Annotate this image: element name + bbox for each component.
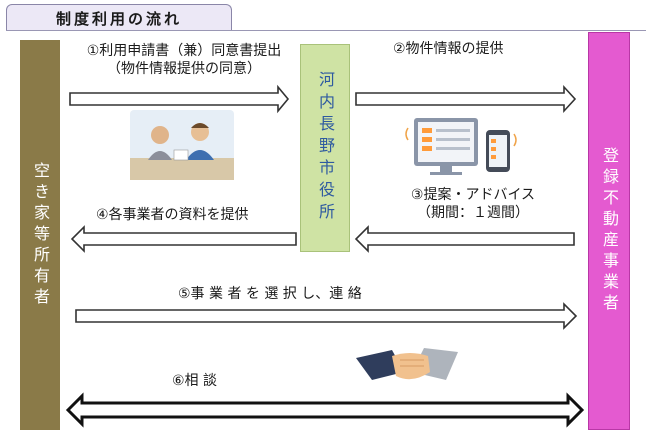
computer-phone-illustration — [405, 118, 517, 175]
step1-arrow — [69, 84, 290, 114]
step1-label: ①利用申請書（兼）同意書提出 （物件情報提供の同意） — [70, 42, 298, 78]
step2-arrow — [355, 84, 577, 114]
step3-line2: （期間：１週間） — [417, 205, 529, 221]
real-estate-agent-box: 登録不動産事業者 — [588, 32, 630, 430]
step1-line2: （物件情報提供の同意） — [107, 61, 261, 77]
step3-line1: ③提案・アドバイス — [410, 187, 536, 203]
step4-label: ④各事業者の資料を提供 — [96, 207, 249, 223]
diagram-title: 制度利用の流れ — [6, 4, 232, 31]
step2-label: ②物件情報の提供 — [393, 41, 504, 57]
step4-arrow — [70, 225, 297, 253]
step3-arrow — [354, 225, 575, 253]
handshake-illustration — [356, 348, 458, 380]
step6-double-arrow — [65, 392, 585, 428]
title-divider — [6, 30, 646, 31]
owner-box: 空き家等所有者 — [20, 40, 60, 430]
step3-label: ③提案・アドバイス （期間：１週間） — [398, 186, 548, 222]
step6-label: ⑥相 談 — [172, 373, 218, 389]
step5-label: ⑤事 業 者 を 選 択 し、連 絡 — [178, 286, 362, 302]
step5-arrow — [75, 302, 578, 330]
consultation-illustration — [130, 110, 234, 180]
city-office-box: 河内長野市役所 — [300, 44, 350, 252]
step1-line1: ①利用申請書（兼）同意書提出 — [86, 43, 282, 59]
